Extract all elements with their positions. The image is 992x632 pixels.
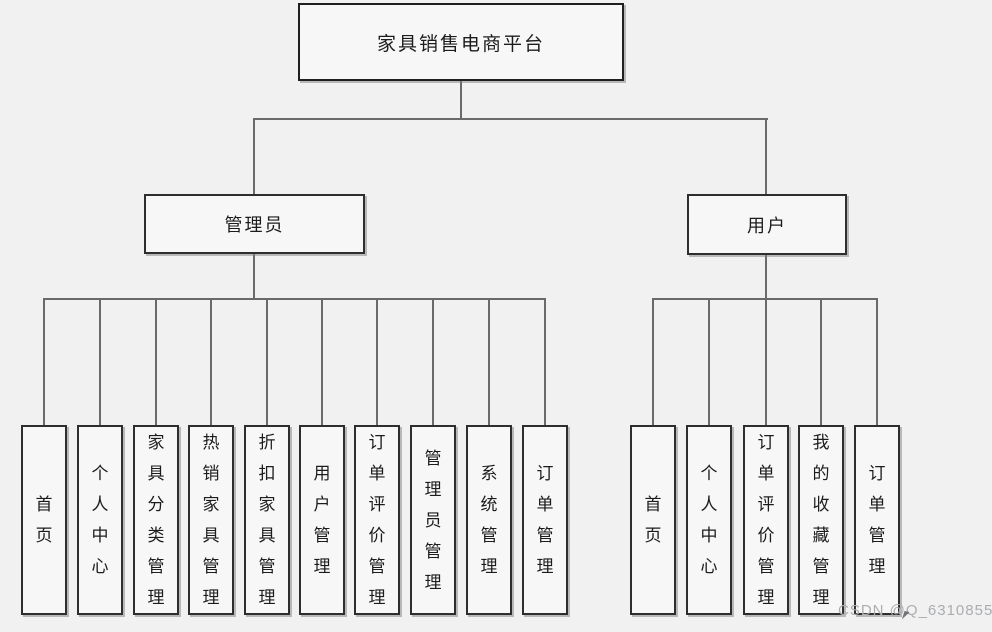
leaf-node-user-favorites-mgmt: 我的收藏管理 (798, 425, 844, 615)
leaf-node-user-order-mgmt: 订单管理 (854, 425, 900, 615)
root-node: 家具销售电商平台 (298, 3, 624, 81)
connector-admin-leaf-drop (99, 298, 101, 425)
connector-admin-bar (43, 298, 546, 300)
connector-admin-stem (253, 253, 255, 300)
connector-admin-leaf-drop (432, 298, 434, 425)
leaf-node-admin-system-mgmt: 系统管理 (466, 425, 512, 615)
leaf-label: 我的收藏管理 (812, 433, 830, 607)
connector-drop-admin (253, 118, 255, 196)
leaf-label: 订单管理 (536, 464, 554, 576)
leaf-node-admin-discount-furniture-mgmt: 折扣家具管理 (244, 425, 290, 615)
leaf-label: 个人中心 (700, 464, 718, 576)
branch-user-label: 用户 (747, 215, 787, 236)
connector-user-leaf-drop (652, 298, 654, 425)
leaf-node-admin-hot-furniture-mgmt: 热销家具管理 (188, 425, 234, 615)
leaf-label: 首页 (35, 495, 53, 545)
leaf-node-admin-home: 首页 (21, 425, 67, 615)
connector-user-stem (765, 254, 767, 300)
connector-admin-leaf-drop (321, 298, 323, 425)
connector-admin-leaf-drop (155, 298, 157, 425)
branch-node-user: 用户 (687, 194, 847, 255)
leaf-label: 用户管理 (313, 464, 331, 576)
watermark-text: CSDN @Q_6310855 (838, 602, 992, 619)
connector-drop-user (765, 118, 767, 196)
connector-user-leaf-drop (765, 298, 767, 425)
leaf-label: 管理员管理 (424, 448, 442, 592)
connector-admin-leaf-drop (43, 298, 45, 425)
connector-user-leaf-drop (876, 298, 878, 425)
leaf-label: 订单管理 (868, 464, 886, 576)
connector-root-stem (460, 80, 462, 120)
leaf-label: 订单评价管理 (757, 433, 775, 607)
leaf-label: 系统管理 (480, 464, 498, 576)
branch-admin-label: 管理员 (224, 215, 285, 235)
connector-admin-leaf-drop (544, 298, 546, 425)
leaf-node-admin-administrator-mgmt: 管理员管理 (410, 425, 456, 615)
leaf-label: 订单评价管理 (368, 433, 386, 607)
connector-admin-leaf-drop (210, 298, 212, 425)
leaf-label: 家具分类管理 (147, 433, 165, 607)
connector-admin-leaf-drop (376, 298, 378, 425)
connector-admin-leaf-drop (488, 298, 490, 425)
leaf-label: 首页 (644, 495, 662, 545)
leaf-node-user-order-review-mgmt: 订单评价管理 (743, 425, 789, 615)
mouse-cursor-icon (901, 610, 914, 623)
leaf-node-admin-user-mgmt: 用户管理 (299, 425, 345, 615)
leaf-label: 热销家具管理 (202, 433, 220, 607)
leaf-node-admin-personal-center: 个人中心 (77, 425, 123, 615)
branch-node-admin: 管理员 (144, 194, 365, 254)
connector-level1-bar (253, 118, 768, 120)
leaf-node-user-personal-center: 个人中心 (686, 425, 732, 615)
leaf-node-user-home: 首页 (630, 425, 676, 615)
root-node-label: 家具销售电商平台 (376, 33, 545, 55)
leaf-node-admin-furniture-category-mgmt: 家具分类管理 (133, 425, 179, 615)
leaf-label: 折扣家具管理 (258, 433, 276, 607)
connector-admin-leaf-drop (266, 298, 268, 425)
connector-user-leaf-drop (820, 298, 822, 425)
leaf-node-admin-order-mgmt: 订单管理 (522, 425, 568, 615)
leaf-label: 个人中心 (91, 464, 109, 576)
connector-user-leaf-drop (708, 298, 710, 425)
leaf-node-admin-order-review-mgmt: 订单评价管理 (354, 425, 400, 615)
